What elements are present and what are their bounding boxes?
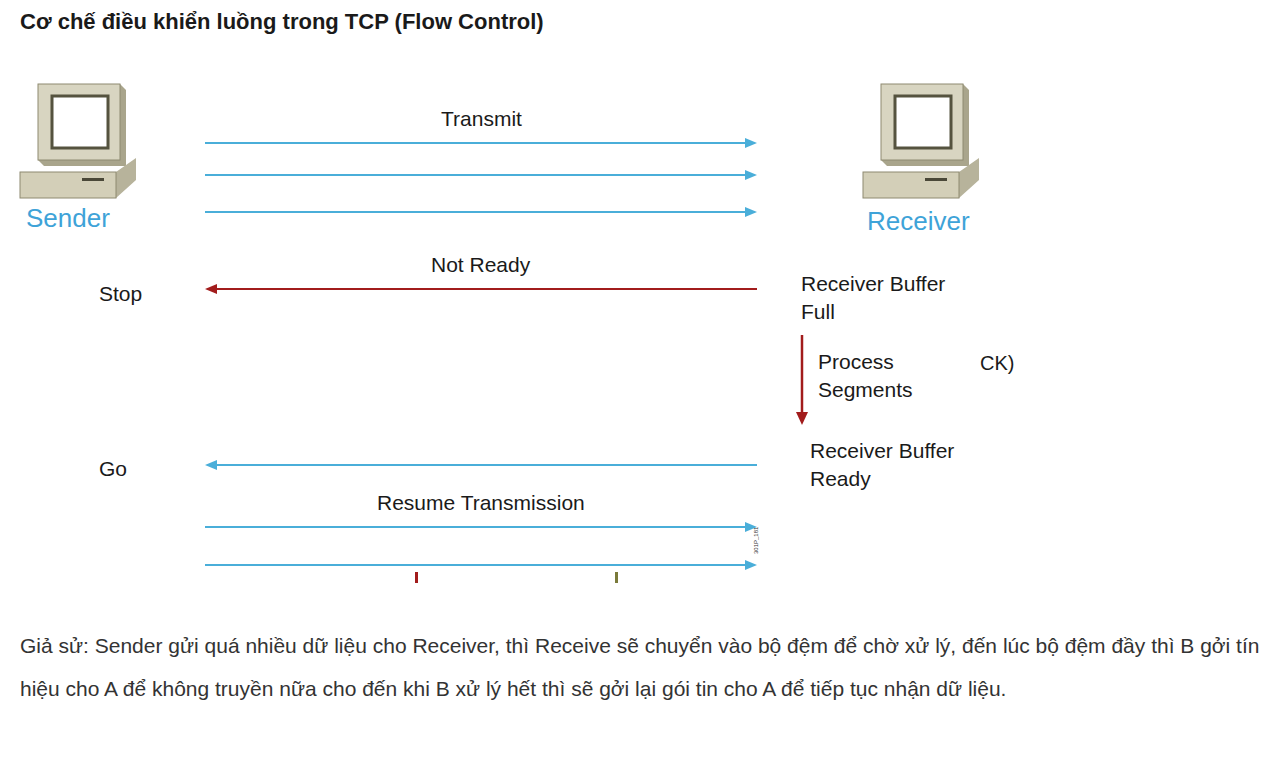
node-label: Receiver <box>867 205 970 237</box>
arrow-label: Resume Transmission <box>374 490 588 516</box>
note-label: CK) <box>980 350 1040 377</box>
figure-code: 301P_181 <box>752 514 760 554</box>
arrow-label: Not Ready <box>428 252 533 278</box>
caption-text: Giả sử: Sender gửi quá nhiều dữ liệu cho… <box>20 624 1265 710</box>
message-arrow <box>205 207 757 217</box>
node-label: Sender <box>26 202 110 234</box>
note-label: Receiver Buffer Full <box>801 270 976 326</box>
message-arrow <box>205 138 757 148</box>
process-arrow <box>796 335 808 425</box>
message-arrow <box>205 560 757 570</box>
message-arrow <box>205 170 757 180</box>
computer-icon <box>863 84 979 198</box>
tick-mark <box>615 572 618 583</box>
diagram-title: Cơ chế điều khiển luồng trong TCP (Flow … <box>20 8 544 36</box>
arrow-label: Transmit <box>438 106 525 132</box>
note-label: Go <box>99 455 179 483</box>
computer-node: Receiver <box>757 80 1000 580</box>
note-label: Process Segments <box>818 348 938 404</box>
tick-mark <box>415 572 418 583</box>
note-label: Receiver Buffer Ready <box>810 437 985 493</box>
computer-icon <box>20 84 136 198</box>
message-arrow <box>205 522 757 532</box>
message-arrow <box>205 284 757 294</box>
message-arrow <box>205 460 757 470</box>
note-label: Stop <box>99 280 179 308</box>
computer-node: Sender <box>20 80 205 580</box>
